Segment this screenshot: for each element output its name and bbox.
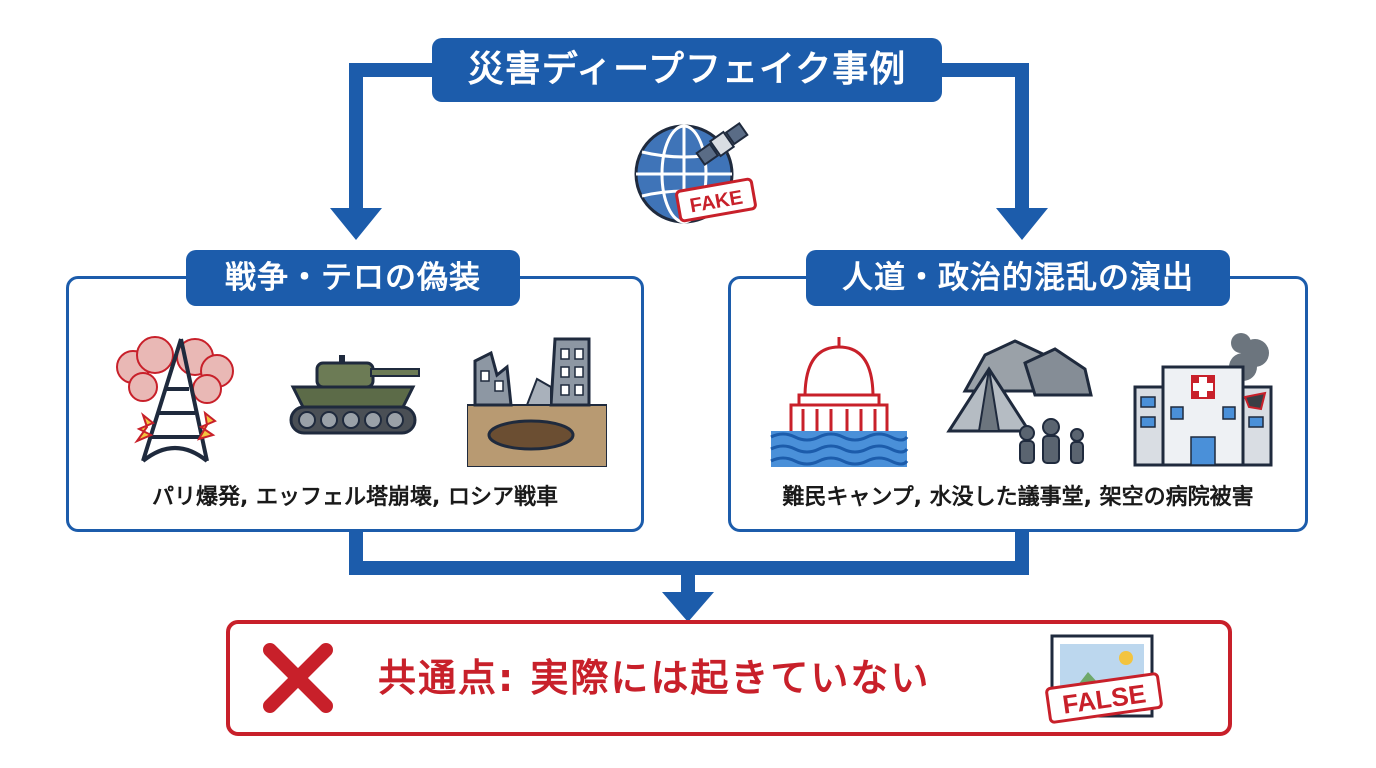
false-image-icon: FALSE <box>1045 634 1163 724</box>
flooded-capitol-icon <box>770 337 909 467</box>
war-terror-caption: パリ爆発, エッフェル塔崩壊, ロシア戦車 <box>151 485 559 510</box>
conclusion-box: 共通点: 実際には起きていない FALSE <box>226 620 1232 736</box>
arrow-right-connector <box>942 63 1029 212</box>
refugee-camp-icon <box>946 339 1093 464</box>
tank-icon <box>289 355 420 435</box>
diagram-title: 災害ディープフェイク事例 <box>432 38 942 102</box>
humanitarian-political-caption: 難民キャンプ, 水没した議事堂, 架空の病院被害 <box>782 485 1254 510</box>
arrowhead-left <box>330 208 382 240</box>
arrow-left-connector <box>349 63 432 212</box>
bottom-bracket-connector <box>349 532 1029 575</box>
war-terror-heading: 戦争・テロの偽装 <box>186 250 520 306</box>
ruins-crater-icon <box>467 337 607 467</box>
damaged-hospital-icon <box>1133 333 1273 467</box>
conclusion-text: 共通点: 実際には起きていない <box>378 656 931 700</box>
war-terror-panel: パリ爆発, エッフェル塔崩壊, ロシア戦車 <box>66 276 644 532</box>
globe-satellite-fake-icon: FAKE <box>634 121 757 224</box>
red-x-icon <box>263 643 333 713</box>
humanitarian-political-panel: 難民キャンプ, 水没した議事堂, 架空の病院被害 <box>728 276 1308 532</box>
eiffel-explosion-icon <box>116 336 234 463</box>
arrowhead-bottom <box>662 592 714 622</box>
humanitarian-political-heading: 人道・政治的混乱の演出 <box>806 250 1230 306</box>
arrowhead-right <box>996 208 1048 240</box>
